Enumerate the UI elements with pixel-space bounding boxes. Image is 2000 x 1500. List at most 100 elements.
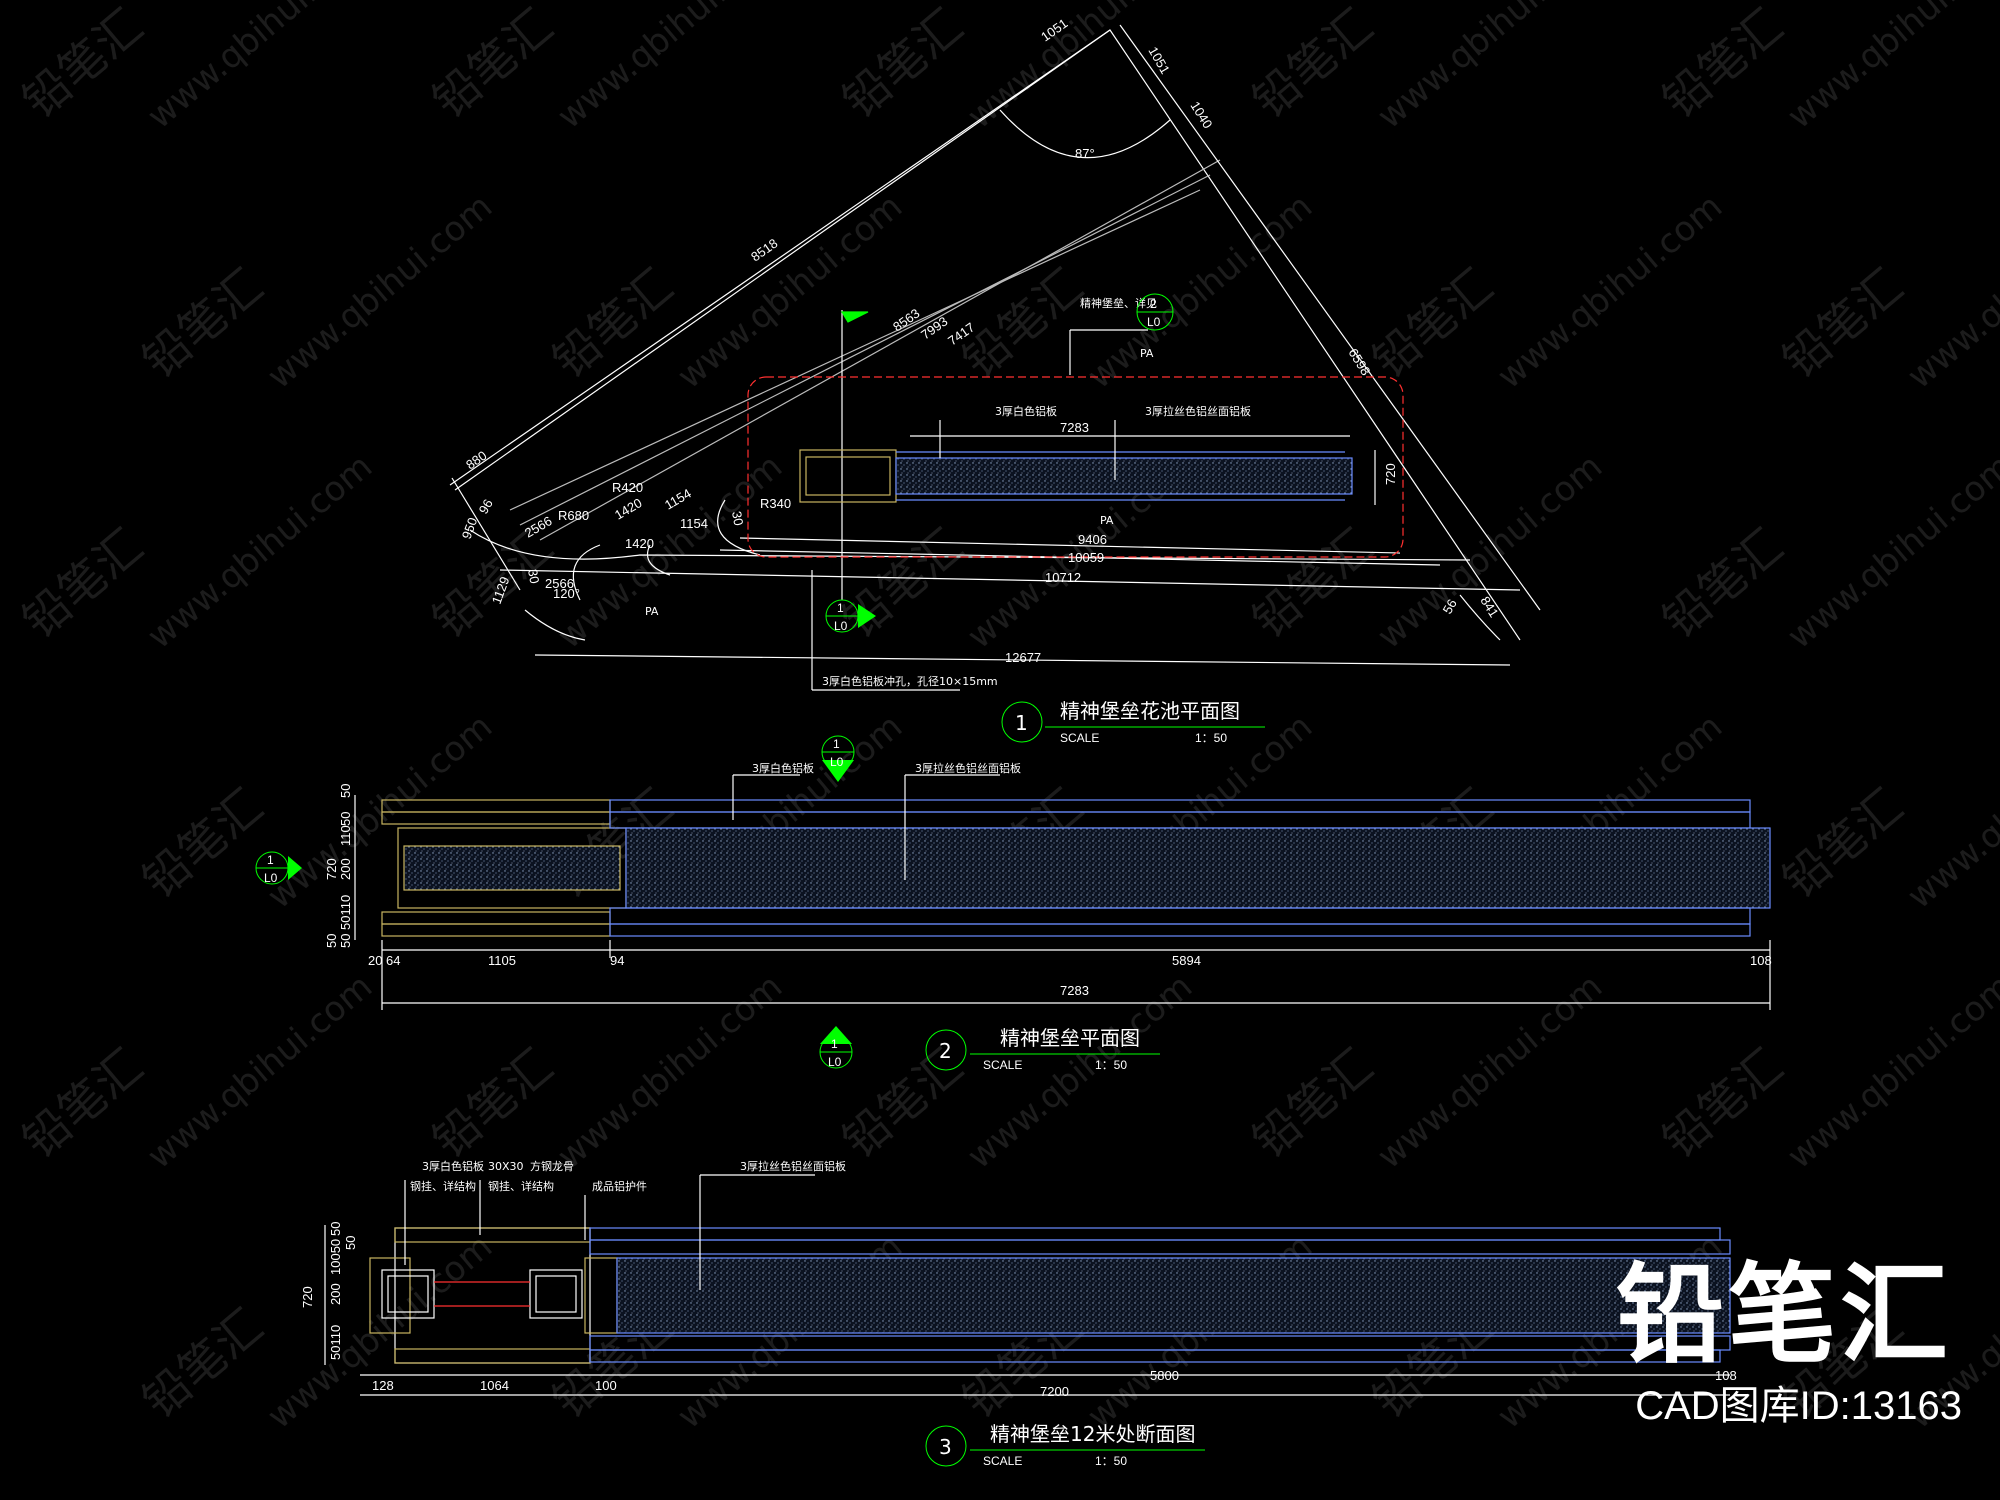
section-mark-d2-top-sub: L0 (830, 755, 844, 769)
steel-tube-right (529, 1269, 583, 1319)
watermark-url: www.qbihui.com (1370, 446, 1610, 656)
section-frame-cap-bottom (394, 1348, 591, 1364)
watermark-brand: 铅笔汇 (1242, 518, 1382, 648)
drawing-3-section (324, 1174, 1731, 1396)
dim-line-8518 (454, 29, 1111, 491)
dim-10712: 10712 (1045, 570, 1081, 585)
planter-inner-line-3 (539, 159, 1221, 541)
d2-dim-v110: 110 (338, 825, 353, 846)
d3-dim-v200: 200 (328, 1283, 343, 1305)
watermark-brand: 铅笔汇 (422, 518, 562, 648)
title-3-scale-value: 1：50 (1095, 1454, 1127, 1468)
angle-arc-87 (999, 109, 1171, 159)
section-mark-1-bottom: L0 (834, 619, 848, 633)
dim-2566-b: 2566 (545, 576, 574, 591)
mini-stone-block (799, 449, 897, 503)
watermark-url: www.qbihui.com (1900, 706, 2000, 916)
section-mark-d2-left-sub: L0 (264, 871, 278, 885)
d2-dim-108: 108 (1750, 953, 1772, 968)
section-panel-body (616, 1257, 1731, 1334)
d3-dim-v10050: 10050 (328, 1239, 343, 1275)
aluminum-panel-bottom-2 (609, 923, 1751, 937)
watermark-brand: 铅笔汇 (832, 0, 972, 128)
steel-tube-left-inner (387, 1275, 429, 1313)
d3-dim-5800: 5800 (1150, 1368, 1179, 1383)
watermark-brand: 铅笔汇 (1652, 0, 1792, 128)
d3-dim-v720: 720 (300, 1286, 315, 1308)
d3-dim-108: 108 (1715, 1368, 1737, 1383)
watermark-brand: 铅笔汇 (132, 778, 272, 908)
axis-flag (840, 311, 869, 323)
dim-720-mini: 720 (1383, 463, 1398, 485)
dim-7283-mini: 7283 (1060, 420, 1089, 435)
section-mark-d2-top-num: 1 (833, 737, 840, 751)
angle-87: 87° (1075, 146, 1095, 161)
d2-dim-v50c: 50 (338, 934, 353, 948)
section-mark-1-top: 1 (837, 601, 844, 615)
d3-label-fix-2: 钢挂、详结构 (488, 1179, 554, 1193)
watermark-brand: 铅笔汇 (132, 1298, 272, 1428)
watermark-url: www.qbihui.com (1370, 0, 1610, 137)
watermark-brand: 铅笔汇 (132, 258, 272, 388)
title-3-index: 3 (939, 1435, 952, 1459)
label-elev-ref: 精神堡垒、详见 (1080, 296, 1157, 310)
watermark-brand: 铅笔汇 (1242, 1038, 1382, 1168)
watermark-brand: 铅笔汇 (12, 518, 152, 648)
dim-120: 120° (553, 586, 580, 601)
d2-dim-v50d: 50 (324, 934, 339, 948)
title-3-bubble (925, 1425, 967, 1467)
watermark-brand: 铅笔汇 (422, 0, 562, 128)
title-1-scale-value: 1：50 (1195, 731, 1227, 745)
section-mark-d2-top: 1 L0 (821, 735, 855, 782)
d2-dim-v200: 200 (338, 858, 353, 880)
d2-dim-1105: 1105 (488, 953, 516, 968)
dim-56: 56 (1440, 596, 1460, 616)
mini-aluminum-body (895, 457, 1353, 495)
brand-logo-text: 铅笔汇 (1615, 1253, 1952, 1378)
dim-1040: 1040 (1187, 99, 1215, 131)
dim-line-10712 (499, 569, 1521, 591)
section-mark-d2-bottom-sub: L0 (828, 1055, 842, 1069)
watermark-brand: 铅笔汇 (1772, 258, 1912, 388)
title-3-scale-label: SCALE (983, 1454, 1022, 1468)
dim-10059: 10059 (1068, 550, 1104, 565)
watermark-brand: 铅笔汇 (1652, 1038, 1792, 1168)
steel-tube-right-inner (535, 1275, 577, 1313)
d3-dim-v50110: 50110 (328, 1325, 343, 1360)
section-mark-d2-bottom-num: 1 (831, 1037, 838, 1051)
watermark-url: www.qbihui.com (550, 0, 790, 137)
stone-cap-bottom-1 (381, 911, 611, 925)
watermark-brand: 铅笔汇 (1772, 778, 1912, 908)
d3-dim-100: 100 (595, 1378, 617, 1393)
title-1-bubble (1001, 701, 1043, 743)
d3-label-steel-2: 方钢龙骨 (530, 1159, 574, 1173)
watermark-url: www.qbihui.com (140, 446, 380, 656)
dim-96: 96 (476, 496, 496, 516)
section-mark-drawing-1: 1 L0 (825, 599, 876, 633)
title-2-scale-value: 1：50 (1095, 1058, 1127, 1072)
watermark-url: www.qbihui.com (1900, 186, 2000, 396)
label-mini-stone-white: 3厚白色铝板 (995, 404, 1057, 418)
dim-r680: R680 (558, 508, 589, 523)
d2-dim-v50110: 50110 (338, 895, 353, 930)
watermark-url: www.qbihui.com (670, 186, 910, 396)
section-mark-d2-bottom: 1 L0 (819, 1026, 853, 1069)
d2-dim-5894: 5894 (1172, 953, 1201, 968)
d3-dim-7200: 7200 (1040, 1384, 1069, 1399)
title-1-index: 1 (1015, 711, 1028, 735)
dim-line-9406 (739, 537, 1401, 554)
watermark-url: www.qbihui.com (1780, 446, 2000, 656)
d3-label-stone-white: 3厚白色铝板 (422, 1159, 484, 1173)
label-pa-2: PA (1100, 514, 1114, 527)
elev-ref-bubble-bottom: L0 (1147, 315, 1161, 329)
d2-dim-v50b: 50 (338, 812, 353, 826)
section-mark-d2-left: 1 L0 (255, 851, 302, 885)
fillet-bottom-left (524, 609, 586, 641)
dim-1154-b: 1154 (680, 516, 708, 531)
watermark-brand: 铅笔汇 (952, 258, 1092, 388)
dim-line-left (451, 477, 521, 591)
title-1-scale-label: SCALE (1060, 731, 1099, 745)
watermark-brand: 铅笔汇 (422, 1038, 562, 1168)
label-pa-1: PA (1140, 347, 1154, 360)
